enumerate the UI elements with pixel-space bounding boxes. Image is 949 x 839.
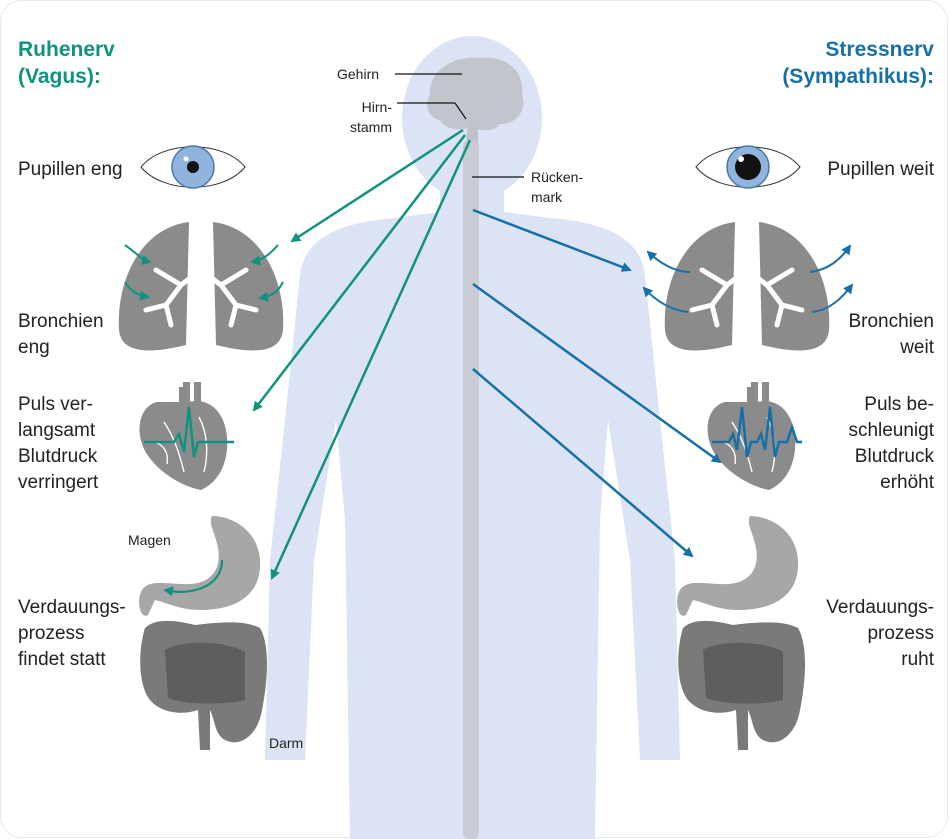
vagus-title: Ruhenerv(Vagus):: [18, 36, 115, 90]
sympathikus-title: Stressnerv(Sympathikus):: [782, 36, 934, 90]
vagus-digestion-label: Verdauungs-prozess findet statt: [18, 595, 126, 673]
sympathikus-pupils-label: Pupillen weit: [827, 157, 934, 183]
eye-icon: [141, 146, 245, 188]
vagus-pupils-label: Pupillen eng: [18, 157, 123, 183]
eye-icon: [696, 146, 800, 188]
lungs-icon: [119, 222, 283, 350]
intestine-icon: [140, 621, 267, 750]
stomach-icon: [677, 516, 798, 616]
intestine-icon: [678, 621, 805, 750]
lungs-icon: [665, 222, 829, 350]
sympathikus-digestion-label: Verdauungs-prozess ruht: [826, 595, 934, 673]
brain-label: Gehirn: [337, 64, 379, 84]
brainstem-label: Hirn-stamm: [336, 97, 392, 137]
heart-icon: [140, 382, 234, 490]
heart-icon: [708, 382, 802, 490]
spinal-cord-label: Rücken-mark: [531, 167, 583, 207]
spinal-cord: [463, 140, 479, 839]
intestine-label: Darm: [269, 733, 303, 753]
stomach-label: Magen: [128, 530, 171, 550]
